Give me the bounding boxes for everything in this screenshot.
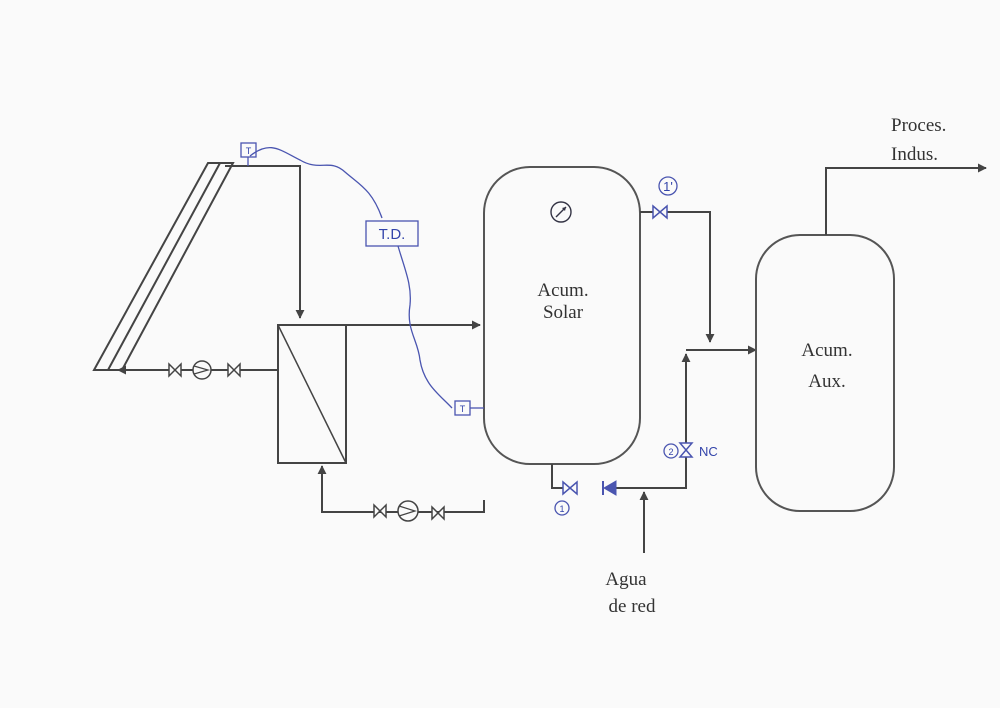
check-valve-icon [602,480,617,496]
mains-label-2: de red [609,596,656,617]
solar-tank: Acum. Solar [483,166,641,465]
pump-icon[interactable] [397,500,419,522]
valve-icon[interactable] [168,362,182,378]
process-label-2: Indus. [891,144,938,165]
solar-tank-outlet-pipe [640,211,715,343]
valve-1prime-label: 1' [663,179,673,194]
heat-exchanger-icon [277,324,347,464]
process-label-1: Proces. [891,115,946,136]
valve-1prime-icon[interactable] [652,204,668,220]
solar-tank-label-1: Acum. [537,280,588,301]
valve-icon[interactable] [431,505,445,521]
valve-nc-label: NC [699,444,718,459]
control-wiring [249,146,484,409]
thermometer-icon [550,201,572,223]
solar-collector-icon [92,162,235,371]
valve-1-label: 1 [559,504,564,514]
collector-outlet-pipe [225,165,305,319]
temperature-sensor-icon: T [240,142,257,166]
aux-tank-label-2: Aux. [808,371,845,392]
aux-tank-label-1: Acum. [801,340,852,361]
valve-1prime-tag: 1' [658,176,678,196]
temperature-sensor-icon: T [454,400,471,416]
mains-label-1: Agua [605,569,647,590]
valve-icon[interactable] [373,503,387,519]
valve-2-tag: 2 NC [663,443,718,459]
temperature-controller: T.D. [365,220,419,247]
aux-tank: Acum. Aux. [755,234,895,512]
valve-1-icon[interactable] [562,480,578,496]
tank-sensor-label: T [460,404,466,414]
valve-2-icon[interactable] [678,442,694,458]
valve-1-tag: 1 [554,500,570,516]
collector-sensor-label: T [246,146,252,156]
valve-icon[interactable] [227,362,241,378]
process-outlet-pipe [825,163,987,235]
valve-2-label: 2 [668,447,673,457]
solar-tank-label-2: Solar [543,302,584,323]
controller-label: T.D. [379,226,406,243]
pump-icon[interactable] [192,360,212,380]
